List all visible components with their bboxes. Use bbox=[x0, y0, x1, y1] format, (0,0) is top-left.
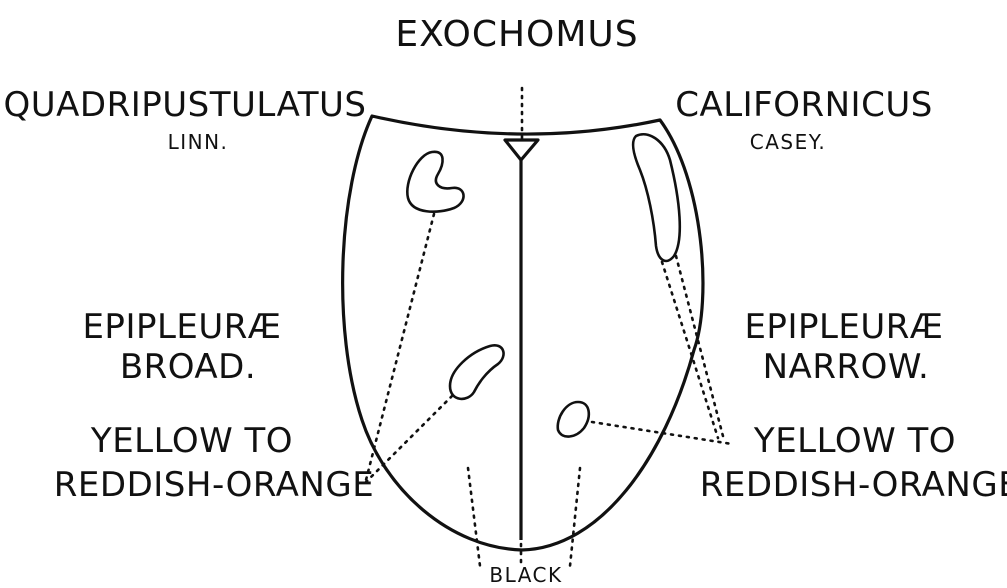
leader-right-stripe-outer bbox=[676, 256, 724, 440]
black-indicator-right bbox=[570, 468, 580, 566]
right-discal-spot bbox=[558, 402, 589, 437]
right-spot-color-label: YELLOW TO bbox=[753, 421, 956, 461]
left-spot-color-label-2: REDDISH-ORANGE bbox=[54, 465, 374, 505]
leader-left-discal bbox=[366, 396, 452, 482]
right-epipleurae-description: NARROW. bbox=[763, 347, 930, 387]
left-species-author: LINN. bbox=[168, 130, 229, 154]
left-spot-color-label: YELLOW TO bbox=[90, 421, 293, 461]
elytra-outline bbox=[343, 116, 703, 550]
right-marginal-stripe bbox=[633, 134, 680, 261]
left-epipleurae-description: BROAD. bbox=[120, 347, 256, 387]
right-epipleurae-label: EPIPLEURÆ bbox=[744, 307, 943, 347]
diagram-title: EXOCHOMUS bbox=[395, 14, 638, 55]
scutellum-triangle bbox=[505, 140, 538, 160]
leader-right-discal bbox=[592, 422, 732, 444]
leader-right-stripe-inner bbox=[662, 262, 718, 438]
leader-left-humeral bbox=[366, 214, 434, 480]
right-species-name: CALIFORNICUS bbox=[675, 85, 933, 125]
left-epipleurae-label: EPIPLEURÆ bbox=[82, 307, 281, 347]
left-humeral-spot bbox=[407, 152, 463, 212]
left-species-name: QUADRIPUSTULATUS bbox=[4, 85, 367, 125]
left-discal-spot bbox=[450, 345, 504, 399]
black-indicator-left bbox=[468, 468, 480, 566]
right-species-author: CASEY. bbox=[750, 130, 827, 154]
right-spot-color-label-2: REDDISH-ORANGE bbox=[700, 465, 1007, 505]
black-label: BLACK bbox=[489, 563, 562, 587]
